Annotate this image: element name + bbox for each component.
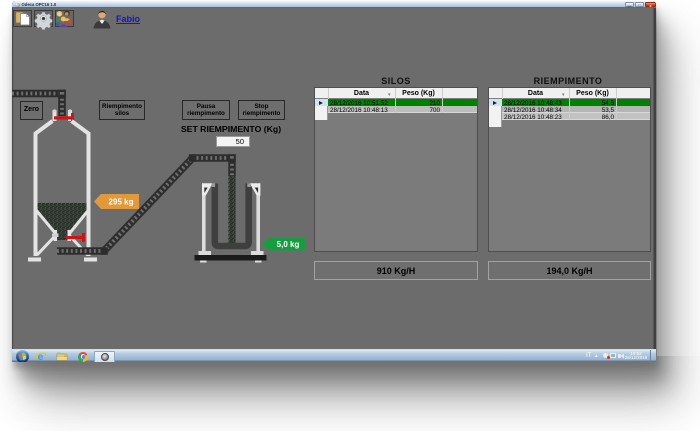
svg-text:5,0 kg: 5,0 kg [277,240,300,249]
svg-text:295 kg: 295 kg [109,198,134,207]
svg-text:e: e [38,351,44,361]
